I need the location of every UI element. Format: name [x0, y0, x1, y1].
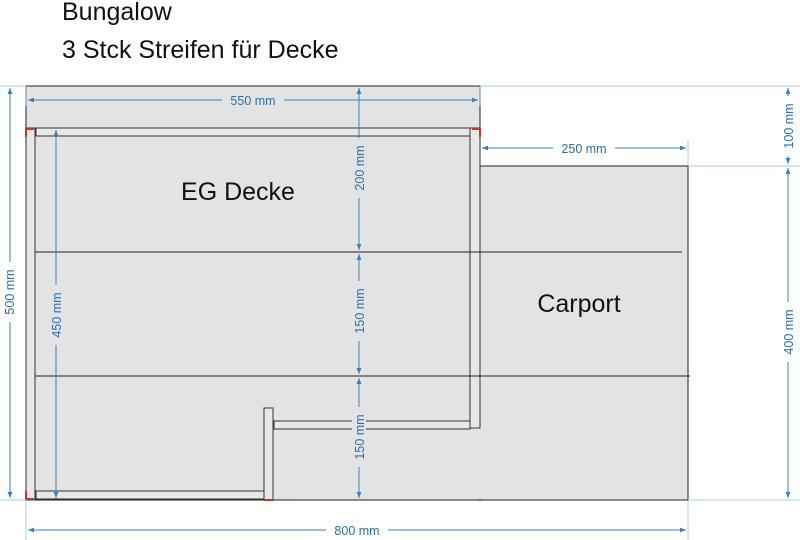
top-wall — [35, 127, 471, 137]
carport-panel — [479, 165, 689, 501]
label-mask — [3, 262, 17, 322]
right-wall — [469, 127, 481, 429]
label-mask — [222, 94, 284, 106]
label-mask — [326, 524, 388, 537]
dimension-label-450: 450 mm — [50, 292, 64, 337]
eg-decke-panel — [25, 85, 481, 501]
dimension-label-800: 800 mm — [334, 524, 379, 538]
label-mask — [352, 281, 366, 341]
dimension-label-550: 550 mm — [230, 94, 275, 108]
drawing-title: Bungalow — [62, 0, 173, 26]
dimension-label-400: 400 mm — [782, 309, 796, 354]
corner-marker-top-right — [472, 128, 481, 137]
label-mask — [352, 138, 366, 198]
bottom-wall — [35, 490, 265, 500]
inner-wall-vertical — [263, 407, 274, 501]
dimension-label-500: 500 mm — [3, 269, 17, 314]
eg-decke-label: EG Decke — [181, 178, 295, 206]
dimension-label-100: 100 mm — [782, 103, 796, 148]
drawing-subtitle: 3 Stck Streifen für Decke — [62, 36, 339, 64]
carport-label: Carport — [537, 290, 620, 318]
corner-marker-bottom-left — [25, 491, 34, 500]
label-mask — [553, 142, 615, 154]
label-mask — [352, 407, 366, 467]
label-mask — [781, 96, 795, 156]
label-mask — [781, 302, 795, 362]
corner-marker-top-left — [25, 128, 34, 137]
dimension-label-strip2: 150 mm — [353, 288, 367, 333]
dimension-label-strip3: 150 mm — [353, 414, 367, 459]
left-wall — [25, 127, 36, 501]
dimension-label-250: 250 mm — [561, 142, 606, 156]
inner-wall-horizontal — [273, 420, 471, 430]
label-mask — [49, 285, 63, 345]
dimension-label-strip1: 200 mm — [353, 145, 367, 190]
